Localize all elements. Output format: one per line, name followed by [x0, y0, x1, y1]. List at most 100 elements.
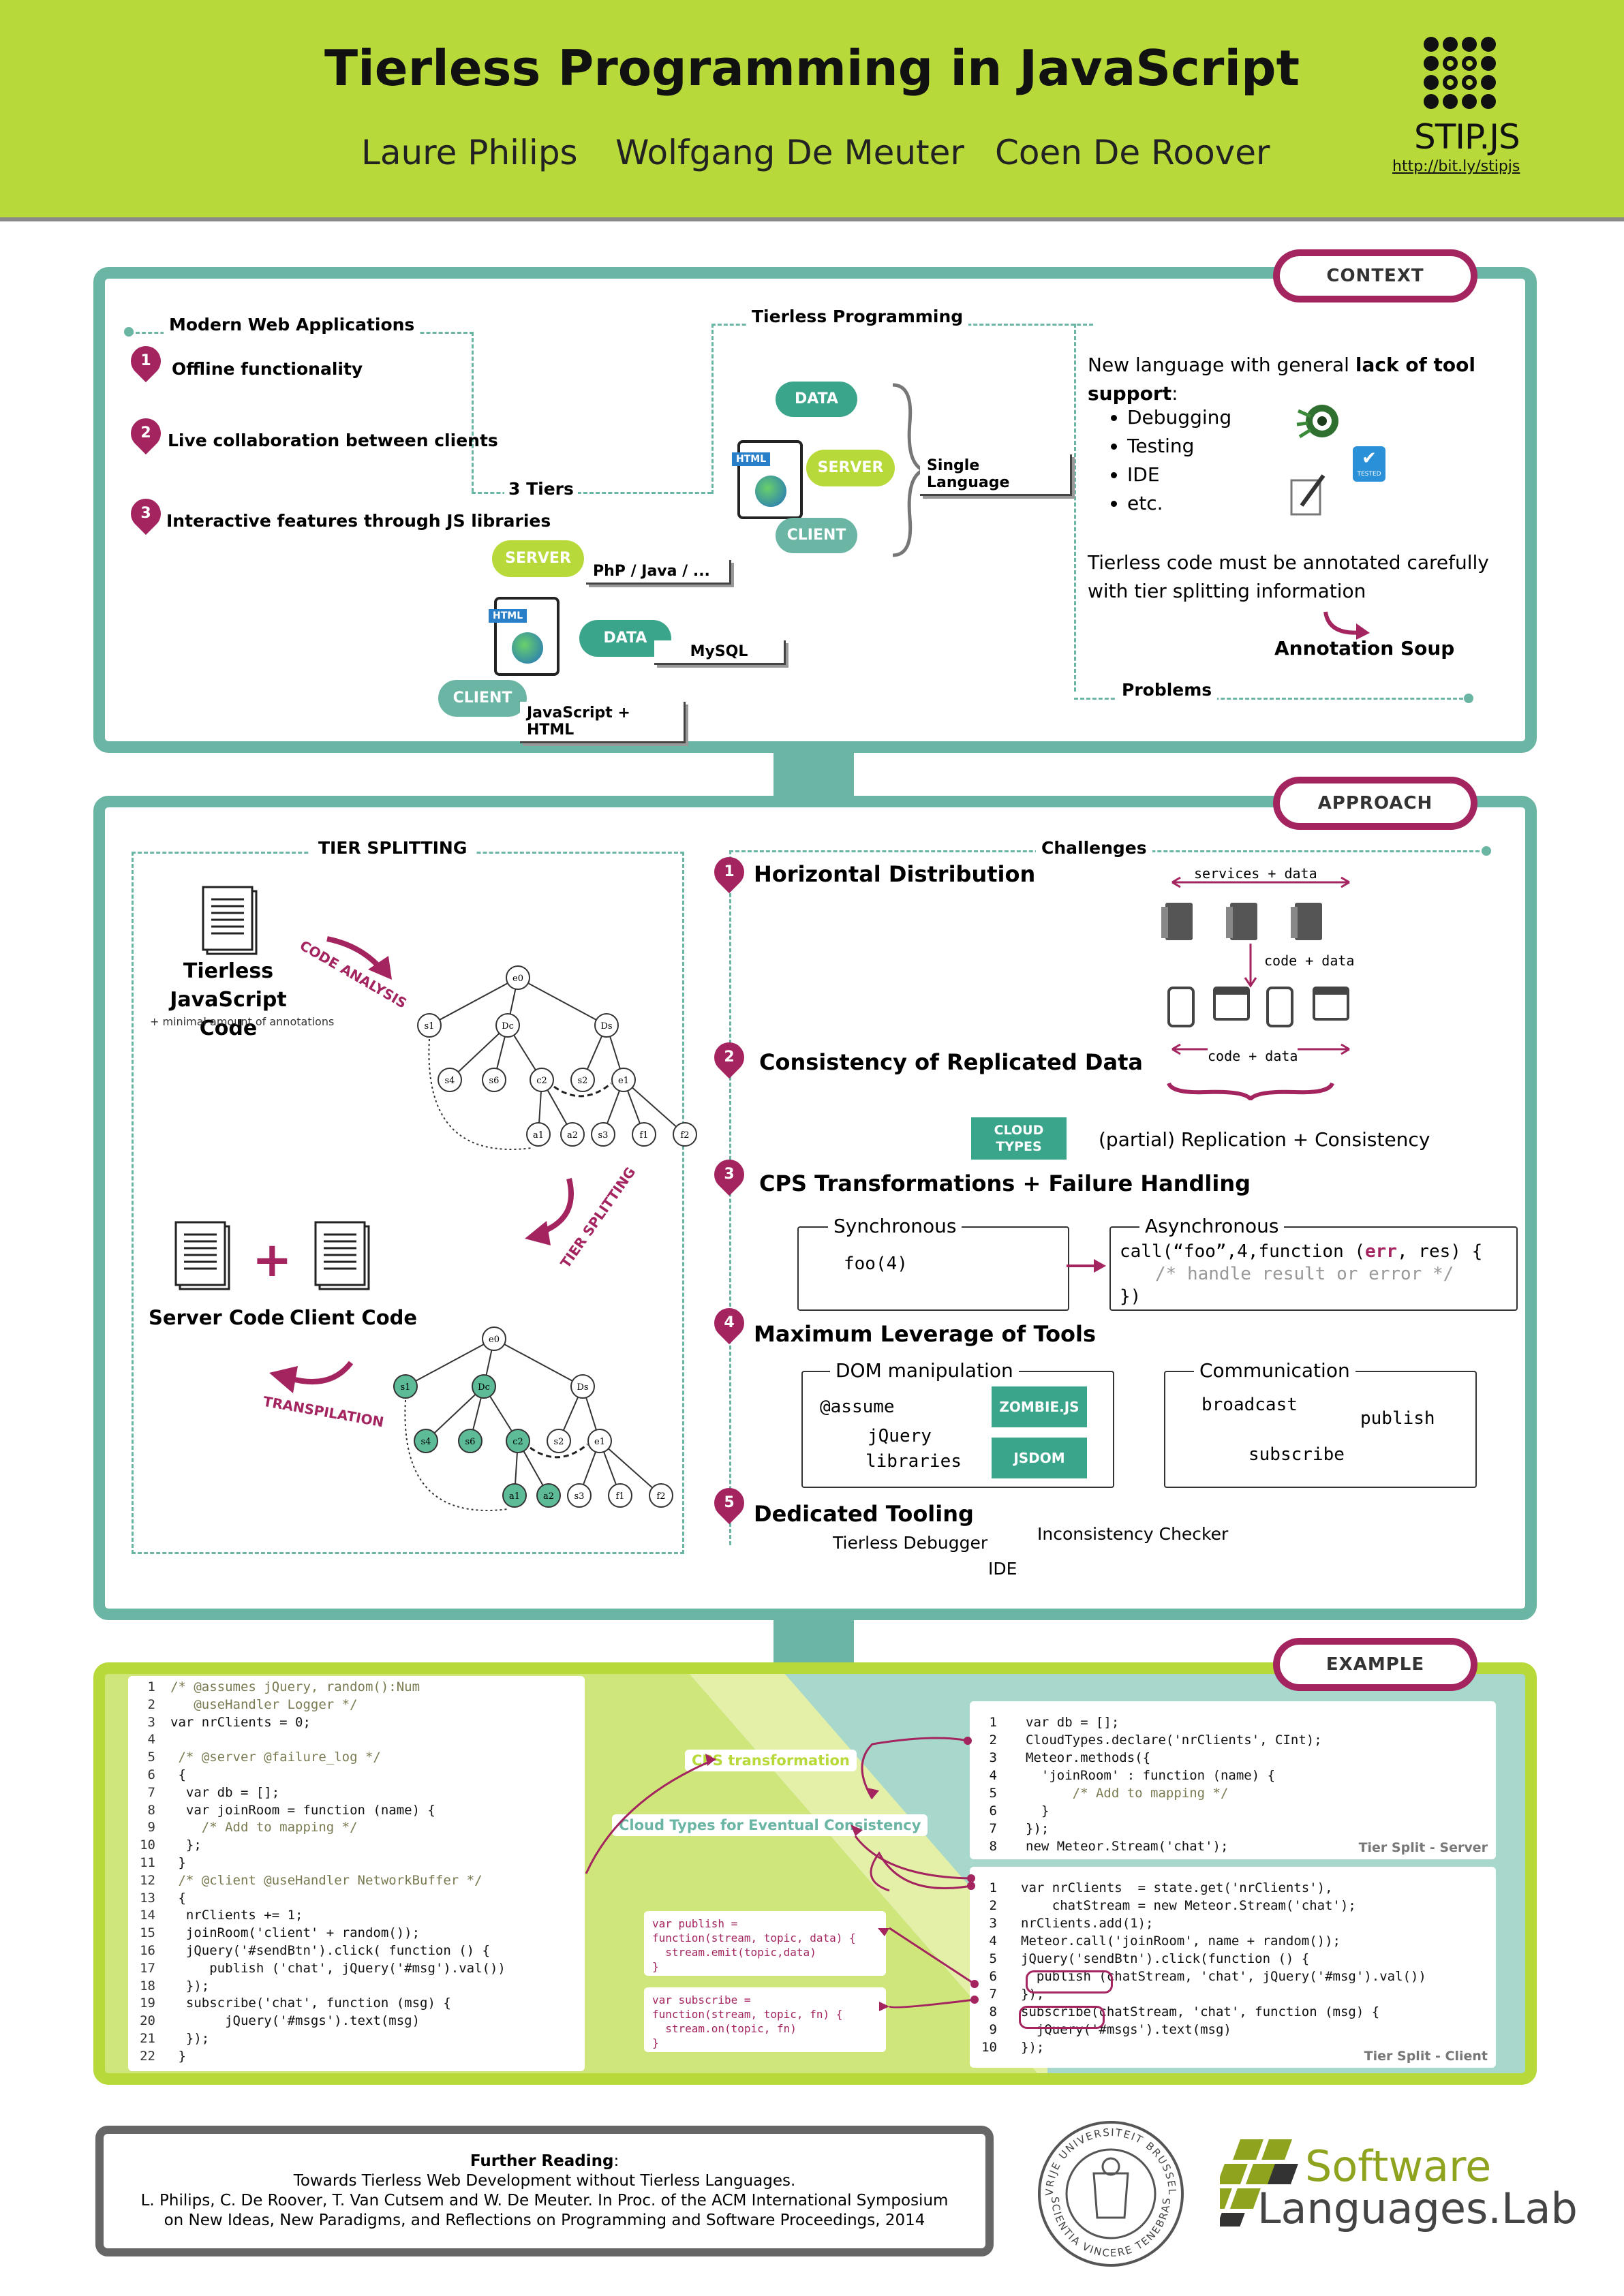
code-line: });	[1026, 1821, 1050, 1836]
line-numbers: 1 2 3 4 5 6 7 8	[989, 1715, 997, 1854]
tested-badge-text: TESTED	[1357, 471, 1381, 478]
publish-snippet-box: var publish =function(stream, topic, dat…	[644, 1911, 886, 1976]
graph-node-label: s2	[578, 1076, 588, 1086]
graph-node-label: s1	[425, 1021, 435, 1031]
async-title: Asynchronous	[1139, 1215, 1285, 1237]
graph-node	[438, 1068, 462, 1092]
libraries-text: libraries	[865, 1451, 962, 1472]
subscribe-snippet: var subscribe =function(stream, topic, f…	[652, 1993, 842, 2050]
code-line: var db = [];	[1026, 1715, 1120, 1730]
source-code-box: 1 2 3 4 5 6 7 8 9 10 11 12 13 14 15 16 1…	[128, 1676, 585, 2071]
document-icon	[314, 1221, 370, 1290]
graph-node	[570, 1068, 595, 1092]
graph-node	[526, 1122, 551, 1147]
graph-node	[472, 1374, 496, 1399]
code-line: }	[1026, 1803, 1050, 1818]
client-split-box: 1 2 3 4 5 6 7 8 9 10 var nrClients = sta…	[970, 1867, 1496, 2068]
client-label: JavaScript + HTML	[520, 702, 686, 743]
graph-node	[530, 1068, 554, 1092]
further-reading-heading: Further Reading:	[104, 2152, 985, 2171]
problem-testing: Testing	[1127, 432, 1231, 461]
graph-node	[673, 1122, 697, 1147]
data-label: MySQL	[654, 640, 786, 665]
problems-title: Problems	[1116, 680, 1218, 700]
graph-node-label: s4	[445, 1076, 455, 1086]
tier-splitting-arrow-icon	[525, 1178, 574, 1245]
single-language-label: Single Language	[920, 454, 1072, 496]
pin-icon: 1	[707, 850, 751, 894]
graph-node-label: e1	[618, 1076, 629, 1086]
graph-node	[560, 1122, 585, 1147]
graph-node-label: Ds	[600, 1021, 612, 1031]
problems-intro-bold: lack of tool support	[1088, 354, 1475, 405]
graph-node-label: c2	[512, 1437, 523, 1447]
tierless-client-pill: CLIENT	[776, 518, 857, 553]
code-line: nrClients.add(1);	[1021, 1916, 1154, 1931]
sync-box	[797, 1226, 1069, 1311]
server-split-box: 1 2 3 4 5 6 7 8 var db = [];CloudTypes.d…	[970, 1701, 1496, 1859]
code-data-label: code + data	[1264, 952, 1355, 969]
code-line: /* @assumes jQuery, random():Num	[170, 1679, 420, 1694]
dash-line	[729, 850, 731, 1545]
code-line: @useHandler Logger */	[170, 1696, 358, 1712]
pin-icon: 1	[124, 339, 168, 383]
graph-node-label: Dc	[502, 1021, 514, 1031]
cps-label: CPS transformation	[685, 1750, 857, 1771]
server-code-label: Server Code	[149, 1306, 285, 1329]
challenge-4: Maximum Leverage of Tools	[754, 1321, 1097, 1347]
tier-splitting-title: TIER SPLITTING	[310, 838, 476, 858]
problems-intro-text: New language with general	[1088, 354, 1355, 376]
modern-item-3: Interactive features through JS librarie…	[166, 511, 551, 531]
graph-node	[536, 1483, 561, 1508]
panel-connector	[773, 1611, 854, 1666]
jsdom-badge: JSDOM	[992, 1438, 1087, 1478]
graph-node	[482, 1068, 506, 1092]
pin-icon: 4	[707, 1301, 751, 1345]
code-line: });	[170, 1978, 210, 1994]
pin-number: 2	[724, 1049, 735, 1066]
graph-node	[587, 1429, 612, 1453]
pin-number: 3	[724, 1166, 735, 1183]
client-pill: CLIENT	[438, 680, 527, 717]
graph-node-label: a1	[509, 1491, 520, 1502]
graph-edge	[425, 1386, 485, 1442]
dependency-dashed-edge	[530, 1443, 588, 1459]
code-line: });	[1021, 1987, 1045, 2002]
lab-name-line-1: Software	[1305, 2141, 1492, 2191]
source-code: /* @assumes jQuery, random():Num @useHan…	[170, 1679, 506, 2066]
pin-number: 5	[724, 1494, 735, 1511]
dash-line	[1074, 698, 1469, 700]
dash-dot	[1482, 846, 1491, 856]
code-line: }	[652, 1960, 659, 1973]
curved-arrow-icon	[1323, 611, 1370, 640]
modern-item-2: Live collaboration between clients	[168, 431, 498, 450]
async-comment: /* handle result or error */	[1155, 1264, 1454, 1284]
subscribe-text: subscribe	[1248, 1444, 1345, 1465]
graph-edge	[599, 1440, 662, 1496]
subscribe-snippet-box: var subscribe =function(stream, topic, f…	[644, 1987, 886, 2052]
publish-snippet: var publish =function(stream, topic, dat…	[652, 1917, 856, 1974]
tierless-server-pill: SERVER	[806, 450, 895, 486]
stip-link[interactable]: http://bit.ly/stipjs	[1392, 158, 1520, 175]
graph-node-label: c2	[536, 1076, 547, 1086]
graph-node-label: f2	[680, 1130, 689, 1141]
dash-line	[472, 492, 711, 494]
pin-icon: 3	[707, 1153, 751, 1196]
svg-text:VRIJE UNIVERSITEIT BRUSSEL: VRIJE UNIVERSITEIT BRUSSEL	[1043, 2126, 1178, 2196]
further-reading-colon: :	[613, 2152, 619, 2170]
author-3: Coen De Roover	[995, 133, 1270, 172]
code-line: });	[1021, 2040, 1045, 2055]
code-line: var nrClients = state.get('nrClients'),	[1021, 1880, 1333, 1895]
pin-number: 3	[140, 505, 151, 522]
challenge-5: Dedicated Tooling	[754, 1501, 974, 1527]
graph-edge	[493, 1338, 583, 1387]
async-line-1: call(“foo”,4,function (err, res) {	[1120, 1241, 1482, 1262]
communication-title: Communication	[1194, 1359, 1355, 1382]
graph-node	[393, 1374, 418, 1399]
code-line: {	[170, 1890, 186, 1906]
async-code-err: err	[1365, 1241, 1397, 1262]
graph-node	[594, 1013, 619, 1038]
stip-logo-text: STIP.JS	[1414, 117, 1520, 157]
cloud-types-label: Cloud Types for Eventual Consistency	[612, 1814, 928, 1836]
annotations-note: + minimal amount of annotations	[150, 1015, 335, 1028]
